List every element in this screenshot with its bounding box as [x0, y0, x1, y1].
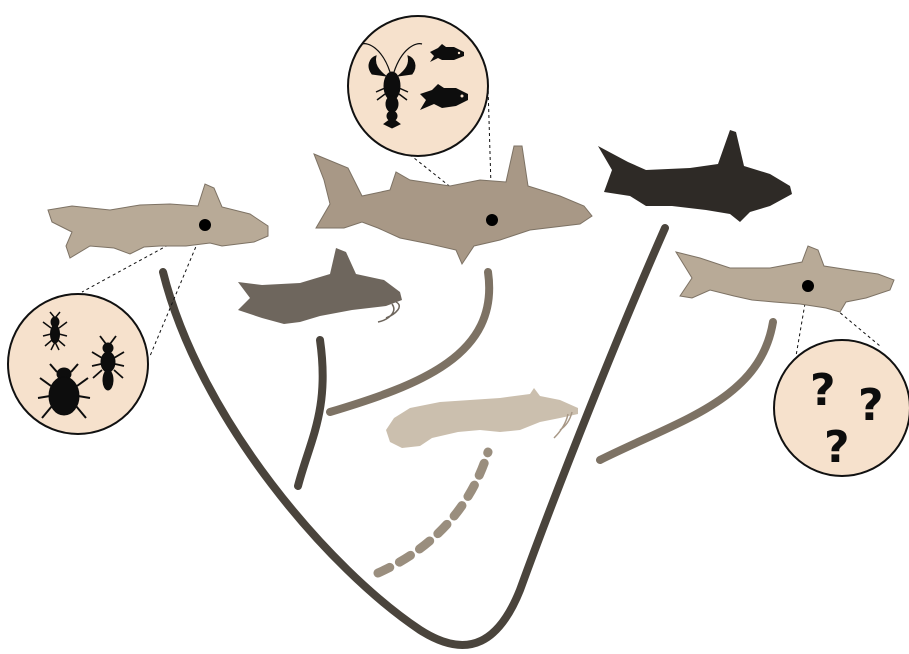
diet-callout-taxon-1 — [8, 294, 148, 434]
branch-taxon-4-dashed — [378, 452, 488, 573]
fish-taxon-6 — [676, 246, 894, 312]
fish-taxon-2 — [238, 248, 402, 324]
fish-taxon-3 — [314, 146, 592, 264]
branch-taxon-2 — [298, 340, 323, 486]
unknown-diet-mark-3: ? — [824, 422, 850, 473]
taxon-6-node-dot — [802, 280, 814, 292]
fish-taxon-4 — [386, 388, 578, 448]
diet-callout-taxon-6: ? ? ? — [774, 340, 909, 476]
taxon-3-node-dot — [486, 214, 498, 226]
branch-taxon-6 — [600, 322, 773, 460]
unknown-diet-mark-1: ? — [810, 365, 836, 416]
taxon-1-node-dot — [199, 219, 211, 231]
fish-taxon-1 — [48, 184, 268, 258]
diet-callout-taxon-3 — [348, 16, 488, 156]
fish-taxon-5 — [598, 130, 792, 222]
unknown-diet-mark-2: ? — [858, 380, 884, 431]
